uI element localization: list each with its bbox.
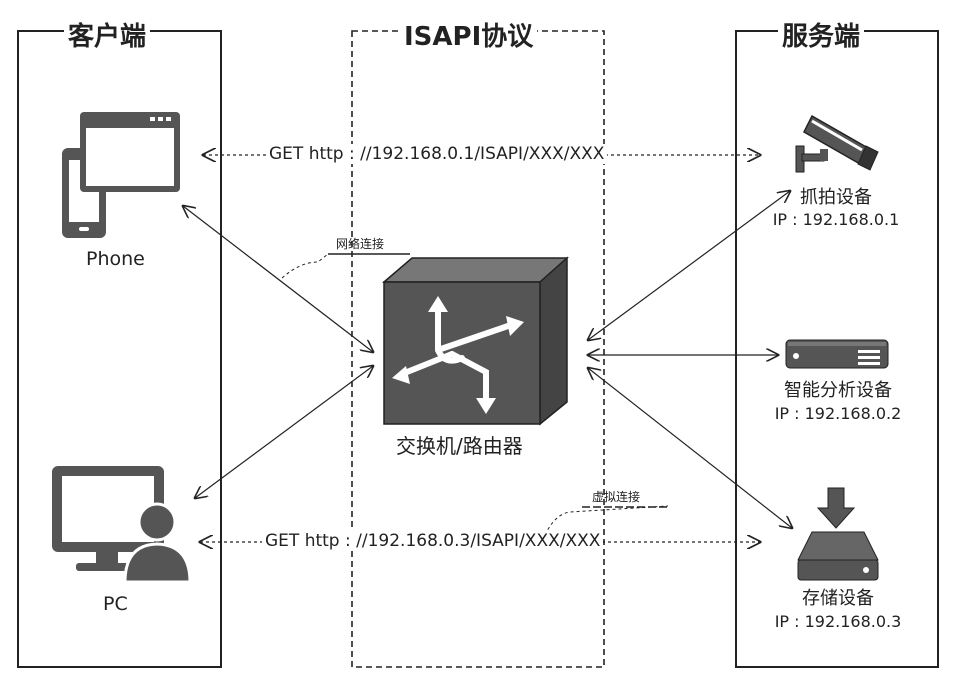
virtual-note: 虚拟连接 [592, 490, 641, 504]
link-switch-camera [588, 191, 790, 340]
pc-label: PC [103, 593, 128, 615]
switch-router-icon [381, 256, 569, 426]
device-ip-storage: IP : 192.168.0.3 [774, 612, 902, 631]
device-ip-camera: IP : 192.168.0.1 [772, 210, 900, 229]
device-name-camera: 抓拍设备 [800, 187, 872, 208]
phone-icon [62, 112, 180, 238]
device-name-storage: 存储设备 [802, 588, 874, 609]
server-icon [785, 339, 889, 369]
request-top-label: GET http : //192.168.0.1/ISAPI/XXX/XXX [266, 144, 608, 164]
request-bottom-label: GET http : //192.168.0.3/ISAPI/XXX/XXX [262, 531, 604, 551]
client-title: 客户端 [64, 16, 151, 53]
link-phone-switch [183, 206, 373, 352]
pc-user-icon [52, 466, 192, 584]
network-note-leader [281, 253, 410, 279]
server-title: 服务端 [778, 16, 865, 53]
phone-label: Phone [86, 248, 145, 270]
link-pc-switch [195, 366, 373, 498]
device-name-analysis: 智能分析设备 [784, 380, 892, 401]
storage-icon [797, 487, 879, 581]
link-switch-storage [588, 368, 792, 528]
protocol-title: ISAPI协议 [400, 16, 538, 53]
switch-label: 交换机/路由器 [396, 434, 523, 458]
device-ip-analysis: IP : 192.168.0.2 [774, 404, 902, 423]
network-note: 网络连接 [336, 237, 385, 251]
camera-icon [795, 114, 879, 173]
